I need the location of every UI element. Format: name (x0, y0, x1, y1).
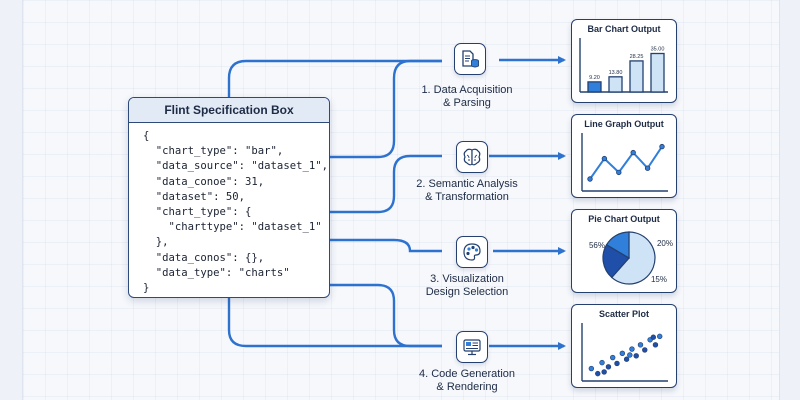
scatter-point (588, 365, 595, 372)
line-graph-point (616, 169, 622, 176)
line-graph-series (589, 146, 663, 180)
bar-chart-value-label: 13.80 (609, 70, 623, 76)
scatter-point (652, 342, 659, 348)
step-1-subtitle: & Parsing (443, 97, 491, 109)
document-database-icon (462, 50, 479, 68)
step-4-subtitle: & Rendering (436, 381, 498, 393)
scatter-point (619, 350, 626, 357)
scatter-point (633, 353, 639, 359)
code-line: } (143, 282, 150, 295)
bar-chart-value-label: 28.25 (630, 54, 644, 60)
step-4-label: 4. Code Generation & Rendering (392, 368, 542, 394)
step-1-label: 1. Data Acquisition & Parsing (392, 84, 542, 110)
scatter-point (629, 346, 635, 352)
scatter-point (595, 370, 601, 377)
step-4-icon-box (456, 331, 488, 363)
scatter-point (605, 364, 612, 370)
connector-spec-to-step-3 (328, 238, 442, 253)
connector-spec-to-step-1 (227, 59, 442, 97)
line-graph-output-title: Line Graph Output (584, 119, 664, 129)
spec-box-title: Flint Specification Box (129, 98, 329, 123)
scatter-point (601, 369, 607, 375)
scatter-plot-output-card: Scatter Plot (571, 304, 677, 388)
pie-chart: 56% 20% 15% (589, 231, 673, 285)
bar-chart-value-label: 9.20 (589, 75, 600, 81)
bar-chart-value-label: 35.00 (651, 47, 665, 53)
scatter-plot-output-title: Scatter Plot (598, 309, 649, 319)
spec-box: Flint Specification Box { "chart_type": … (128, 97, 330, 298)
line-graph-point (659, 143, 665, 150)
connector-spec-to-step-1-lower (328, 59, 442, 159)
step-2-title: 2. Semantic Analysis (416, 178, 518, 190)
step-3-icon-box (456, 236, 488, 268)
code-line: }, (143, 236, 169, 249)
step-2-label: 2. Semantic Analysis & Transformation (392, 178, 542, 204)
code-line: { (143, 130, 150, 142)
line-graph-output-card: Line Graph Output (571, 114, 677, 198)
step-1-title: 1. Data Acquisition (421, 84, 513, 96)
connector-spec-to-step-2 (328, 154, 442, 214)
bar-chart-bar (650, 52, 665, 93)
connector-spec-to-step-4-upper (328, 283, 442, 348)
code-line: "data_source": "dataset_1", (143, 160, 328, 173)
line-graph (581, 133, 668, 192)
pie-slice (602, 243, 630, 279)
scatter-point (599, 359, 605, 366)
brain-icon (463, 148, 481, 166)
line-graph-point (601, 155, 608, 162)
code-line: "charttype": "dataset_1" (143, 221, 322, 234)
code-line: "chart_type": "bar", (143, 145, 284, 158)
bar-chart-bar (608, 76, 623, 93)
code-line: "chart_type": { (143, 206, 252, 219)
line-graph-point (644, 165, 651, 171)
bar-chart-output-title: Bar Chart Output (587, 24, 661, 34)
line-graph-point (587, 176, 593, 182)
pie-slice (610, 231, 656, 285)
step-3-subtitle: Design Selection (425, 286, 509, 298)
step-3-label: 3. Visualization Design Selection (392, 273, 542, 299)
connector-spec-to-step-4 (227, 296, 442, 348)
code-line: "data_type": "charts" (143, 266, 290, 279)
monitor-icon (463, 339, 481, 356)
bar-chart-bar (587, 81, 602, 93)
scatter-point (650, 334, 657, 340)
spec-code-block: { "chart_type": "bar", "data_source": "d… (129, 123, 329, 296)
scatter-plot (581, 323, 668, 382)
scatter-point (627, 352, 633, 358)
scatter-point (610, 354, 616, 361)
scatter-point (614, 360, 620, 367)
step-3-title: 3. Visualization (430, 273, 504, 285)
scatter-point (637, 342, 644, 348)
pie-chart-output-title: Pie Chart Output (588, 214, 660, 224)
pie-slice-label: 20% (657, 239, 673, 248)
line-graph-point (630, 149, 636, 156)
bar-chart-output-card: Bar Chart Output 9.20 13.80 28.25 35.00 (571, 19, 677, 103)
scatter-point (623, 356, 630, 362)
pie-chart-output-card: Pie Chart Output 56% 20% 15% (571, 209, 677, 293)
code-line: "dataset": 50, (143, 190, 246, 203)
bar-chart: 9.20 13.80 28.25 35.00 (579, 38, 668, 93)
pie-slice-label: 56% (589, 241, 605, 250)
pie-slice-label: 15% (651, 275, 667, 284)
step-4-title: 4. Code Generation (418, 368, 515, 380)
step-2-icon-box (456, 141, 488, 173)
bar-chart-bar (629, 60, 644, 93)
pie-slice (605, 231, 630, 260)
scatter-point (657, 333, 663, 340)
code-line: "data_conos": {}, (143, 251, 265, 264)
step-1-icon-box (454, 43, 486, 75)
palette-icon (463, 243, 481, 261)
scatter-point (642, 347, 648, 353)
step-2-subtitle: & Transformation (425, 191, 509, 203)
code-line: "data_conoe": 31, (143, 175, 265, 188)
